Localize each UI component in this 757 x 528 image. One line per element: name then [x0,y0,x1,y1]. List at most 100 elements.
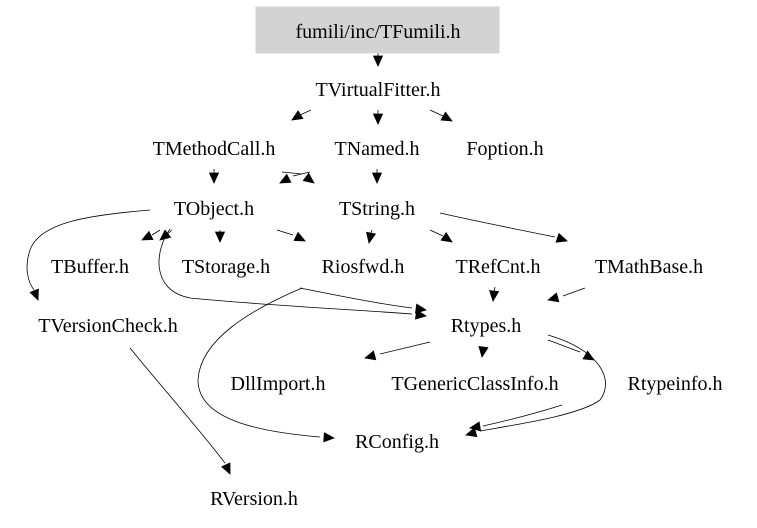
node-Rtypeinfo[interactable]: Rtypeinfo.h [628,373,723,395]
edge-line [299,287,413,309]
edge-line [482,404,563,427]
edge-line [439,212,556,238]
edge-Rtypes-to-Rtypeinfo [547,339,595,361]
edge-TObject-to-TBuffer [141,229,161,241]
edge-line [299,109,312,116]
arrowhead-icon [414,303,427,314]
node-RConfig[interactable]: RConfig.h [355,431,439,453]
node-Rtypes[interactable]: Rtypes.h [451,315,522,337]
edge-TString-to-TMathBase [439,212,568,243]
edge-line [158,228,413,315]
edge-TMathBase-to-Rtypes [547,287,586,303]
arrowhead-icon [208,172,220,184]
edge-line [547,339,581,353]
edge-TVirtualFitter-to-TMethodCall [291,109,312,121]
edge-line [197,287,321,438]
node-label: DllImport.h [231,373,326,395]
arrowhead-icon [372,55,384,67]
node-root[interactable]: fumili/inc/TFumili.h [255,6,500,54]
node-TRefCnt[interactable]: TRefCnt.h [456,256,541,278]
edge-TVirtualFitter-to-Foption [429,109,453,122]
edge-line [292,171,311,177]
edge-Rtypes-to-RConfig [465,334,606,438]
edge-TVirtualFitter-to-TNamed [372,110,384,125]
node-label: RVersion.h [210,488,298,510]
arrowhead-icon [440,231,453,243]
edge-line [276,229,294,236]
arrowhead-icon [371,172,383,184]
arrowhead-icon [366,231,377,244]
node-label: TVirtualFitter.h [316,79,441,101]
arrowhead-icon [279,173,292,184]
node-label: TString.h [339,198,415,220]
arrowhead-icon [440,111,453,122]
node-label: TBuffer.h [51,256,129,278]
node-TString[interactable]: TString.h [339,198,415,220]
node-label: TStorage.h [182,256,270,278]
arrowhead-icon [372,113,384,125]
arrowhead-icon [323,432,335,443]
arrowhead-icon [582,350,595,361]
node-TVirtualFitter[interactable]: TVirtualFitter.h [316,79,441,101]
edge-TVersionCheck-to-RVersion [129,347,231,475]
node-TGenericClassInfo[interactable]: TGenericClassInfo.h [391,373,558,395]
arrowhead-icon [478,345,489,358]
arrowhead-icon [221,462,231,475]
node-label: TNamed.h [335,138,420,160]
node-label: RConfig.h [355,431,439,453]
arrowhead-icon [214,231,226,243]
arrowhead-icon [465,427,478,438]
arrowhead-icon [555,232,568,243]
edge-line [429,109,444,117]
arrowhead-icon [547,292,560,303]
edge-Rtypes-to-TGenericClassInfo [478,345,489,358]
edge-TRefCnt-to-Rtypes [489,286,500,302]
node-TMethodCall[interactable]: TMethodCall.h [153,138,276,160]
arrowhead-icon [302,172,315,184]
edge-TNamed-to-TObject [279,171,311,184]
node-Riosfwd[interactable]: Riosfwd.h [322,256,405,278]
node-Foption[interactable]: Foption.h [466,138,543,160]
node-RVersion[interactable]: RVersion.h [210,488,298,510]
arrowhead-icon [489,290,500,302]
arrowhead-icon [364,350,377,361]
edge-TObject-to-Riosfwd [276,229,306,242]
edge-line [151,229,161,236]
edge-TString-to-TBuffer [159,229,173,241]
node-TObject[interactable]: TObject.h [174,198,254,220]
edge-TObject-to-TStorage [214,230,226,243]
node-label: TMathBase.h [595,256,703,278]
arrowhead-icon [141,230,154,241]
nodes-layer: fumili/inc/TFumili.hTVirtualFitter.hTMet… [38,6,723,510]
edge-TMethodCall-to-TString [281,171,315,184]
node-TVersionCheck[interactable]: TVersionCheck.h [38,315,177,337]
node-label: Rtypes.h [451,315,522,337]
root-node-box [255,6,500,54]
node-TBuffer[interactable]: TBuffer.h [51,256,129,278]
edge-TMethodCall-to-TObject [208,169,220,184]
node-label: TObject.h [174,198,254,220]
node-label: TRefCnt.h [456,256,541,278]
edge-TNamed-to-TString [371,169,383,184]
arrowhead-icon [293,231,306,242]
arrowhead-icon [291,110,304,121]
node-label: fumili/inc/TFumili.h [296,21,461,43]
node-label: Foption.h [466,138,543,160]
node-TStorage[interactable]: TStorage.h [182,256,270,278]
edge-line [562,287,586,297]
edge-line [429,229,444,237]
node-label: Riosfwd.h [322,256,405,278]
edge-line [129,347,226,464]
edge-line [479,334,606,432]
node-DllImport[interactable]: DllImport.h [231,373,326,395]
edge-TString-to-TRefCnt [429,229,453,243]
edges-layer [26,52,606,475]
arrowhead-icon [469,421,482,432]
node-label: TMethodCall.h [153,138,276,160]
node-TNamed[interactable]: TNamed.h [335,138,420,160]
edge-Rtypes-to-DllImport [364,341,431,361]
edge-line [281,171,303,175]
node-TMathBase[interactable]: TMathBase.h [595,256,703,278]
